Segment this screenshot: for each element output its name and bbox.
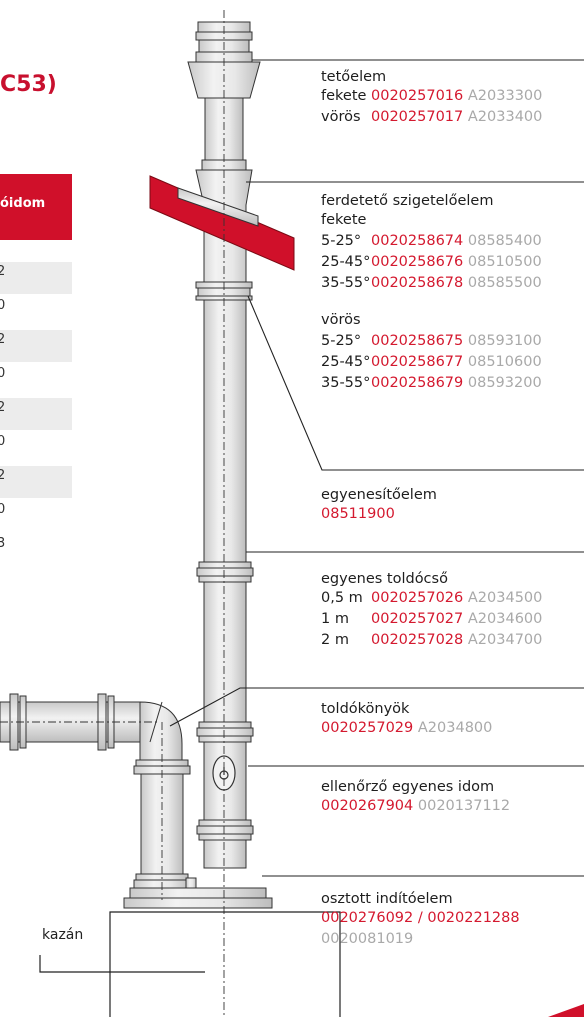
part-number: 0020276092 / 0020221288: [321, 910, 520, 926]
part-number: 0020267904: [321, 798, 414, 814]
part-number-line: 0020276092 / 0020221288: [321, 909, 520, 928]
part-number: 0020258676: [371, 254, 464, 270]
variant-label: fekete: [321, 88, 367, 104]
part-number-line: 0020267904 0020137112: [321, 797, 510, 816]
table-row-stripe: [0, 398, 72, 430]
variant-label: 5-25°: [321, 233, 362, 249]
part-number-line: 0020257029 A2034800: [321, 719, 492, 738]
boiler: [109, 911, 341, 1017]
label-title: tetőelem: [321, 69, 387, 85]
variant-label: 25-45°: [321, 354, 371, 370]
alt-code: A2033300: [463, 88, 543, 104]
part-number: 0020258678: [371, 275, 464, 291]
table-row-stripe: [0, 330, 72, 362]
label-title: toldókönyök: [321, 701, 410, 717]
alt-code: 08593200: [463, 375, 542, 391]
part-number-line: 08511900: [321, 505, 395, 524]
variant-label: 2 m: [321, 632, 349, 648]
variant-label: vörös: [321, 109, 361, 125]
label-title: ellenőrző egyenes idom: [321, 779, 495, 795]
part-number-line: fekete 0020257016 A2033300: [321, 87, 542, 106]
part-number-line: 5-25° 0020258675 08593100: [321, 332, 542, 351]
alt-code: A2034500: [463, 590, 543, 606]
alt-code: A2033400: [463, 109, 543, 125]
label-title: egyenes toldócső: [321, 571, 448, 587]
label-title: ferdetető szigetelőelem: [321, 193, 494, 209]
label-subtitle: vörös: [321, 312, 361, 328]
part-number: 0020257027: [371, 611, 464, 627]
table-cell-fragment: 2: [0, 332, 6, 347]
page-title-fragment: C53): [0, 72, 57, 97]
part-number: 0020257017: [371, 109, 464, 125]
alt-code: 08510600: [463, 354, 542, 370]
alt-code: 0020081019: [321, 931, 414, 947]
label-subtitle: fekete: [321, 212, 367, 228]
table-cell-fragment: 0: [0, 298, 6, 313]
part-number-line: 35-55°0020258678 08585500: [321, 274, 542, 293]
part-number: 0020258674: [371, 233, 464, 249]
part-number: 0020257029: [321, 720, 414, 736]
variant-label: 5-25°: [321, 333, 362, 349]
alt-code: 08593100: [463, 333, 542, 349]
variant-label: 25-45°: [321, 254, 371, 270]
boiler-label: kazán: [42, 927, 84, 943]
alt-code: 0020137112: [413, 798, 511, 814]
table-row-stripe: [0, 466, 72, 498]
part-number: 0020257028: [371, 632, 464, 648]
table-cell-fragment: 3: [0, 536, 6, 551]
part-number-line: 25-45°0020258676 08510500: [321, 253, 542, 272]
part-number: 0020258677: [371, 354, 464, 370]
part-number-line: vörös 0020257017 A2033400: [321, 108, 542, 127]
variant-label: 1 m: [321, 611, 349, 627]
part-number-line: 1 m 0020257027 A2034600: [321, 610, 542, 629]
part-number: 0020258675: [371, 333, 464, 349]
variant-label: 35-55°: [321, 275, 371, 291]
alt-code: A2034700: [463, 632, 543, 648]
table-cell-fragment: 0: [0, 502, 6, 517]
part-number-line: 0,5 m 0020257026 A2034500: [321, 589, 542, 608]
part-number-line: 2 m 0020257028 A2034700: [321, 631, 542, 650]
alt-code: 08585500: [463, 275, 542, 291]
alt-code: 08510500: [463, 254, 542, 270]
table-header-box: óidom: [0, 174, 72, 240]
elbow: [139, 701, 183, 761]
part-number: 0020257016: [371, 88, 464, 104]
table-cell-fragment: 2: [0, 264, 6, 279]
table-cell-fragment: 2: [0, 400, 6, 415]
part-number-line: 25-45°0020258677 08510600: [321, 353, 542, 372]
table-cell-fragment: 0: [0, 434, 6, 449]
label-title: egyenesítőelem: [321, 487, 437, 503]
table-header-fragment: óidom: [0, 196, 46, 211]
part-number: 0020258679: [371, 375, 464, 391]
alt-code: A2034800: [413, 720, 493, 736]
part-number: 0020257026: [371, 590, 464, 606]
pipe-main: [203, 299, 247, 563]
part-number-line: 5-25° 0020258674 08585400: [321, 232, 542, 251]
alt-code: A2034600: [463, 611, 543, 627]
variant-label: 35-55°: [321, 375, 371, 391]
table-cell-fragment: 2: [0, 468, 6, 483]
part-number-line: 0020081019: [321, 930, 413, 949]
variant-label: 0,5 m: [321, 590, 363, 606]
part-number-line: 35-55°0020258679 08593200: [321, 374, 542, 393]
part-number: 08511900: [321, 506, 395, 522]
alt-code: 08585400: [463, 233, 542, 249]
table-cell-fragment: 0: [0, 366, 6, 381]
label-title: osztott indítóelem: [321, 891, 453, 907]
table-row-stripe: [0, 262, 72, 294]
